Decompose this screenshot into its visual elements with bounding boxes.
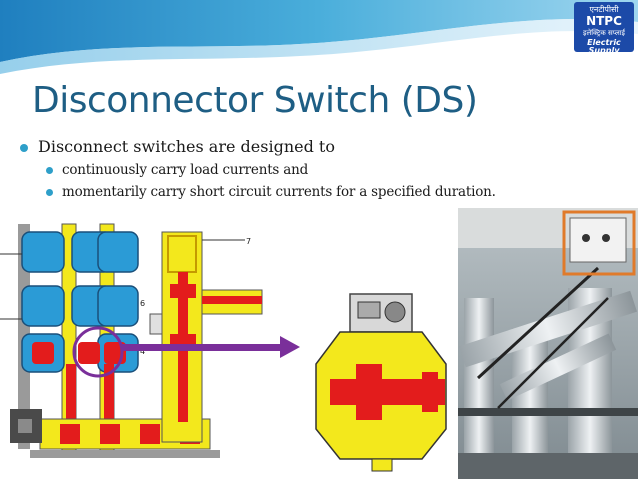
logo-line-electric-supply: Electric Supply — [587, 38, 621, 55]
logo-line-ntpc: NTPC — [586, 14, 622, 28]
header-wave-decoration — [0, 0, 638, 74]
sub-bullet-item: momentarily carry short circuit currents… — [20, 184, 630, 200]
zoomed-chamber — [315, 293, 447, 472]
bullet-text: Disconnect switches are designed to — [38, 137, 335, 156]
callout-label: 7 — [246, 237, 251, 246]
logo-line-hindi: एनटीपीसी — [589, 5, 619, 14]
sub-bullet-text: continuously carry load currents and — [62, 162, 309, 178]
slide-title: Disconnector Switch (DS) — [32, 80, 478, 121]
zoom-arrow — [122, 336, 300, 358]
switchgear-photo — [458, 208, 638, 479]
bullet-list: Disconnect switches are designed to cont… — [20, 137, 630, 200]
bullet-dot-icon — [20, 144, 28, 152]
logo-line-hindi-supply: इलेक्ट्रिक सप्लाई — [583, 29, 625, 37]
ntpc-logo: एनटीपीसी NTPC इलेक्ट्रिक सप्लाई Electric… — [574, 2, 634, 55]
disconnector-diagram: 7 6 4 — [0, 214, 460, 479]
sub-bullet-text: momentarily carry short circuit currents… — [62, 184, 496, 200]
bullet-dot-icon — [46, 167, 53, 174]
left-switch-assembly — [0, 223, 220, 458]
callout-label: 6 — [140, 299, 145, 308]
callout-label: 4 — [140, 347, 145, 356]
bullet-item: Disconnect switches are designed to — [20, 137, 630, 156]
bullet-dot-icon — [46, 189, 53, 196]
sub-bullet-item: continuously carry load currents and — [20, 162, 630, 178]
